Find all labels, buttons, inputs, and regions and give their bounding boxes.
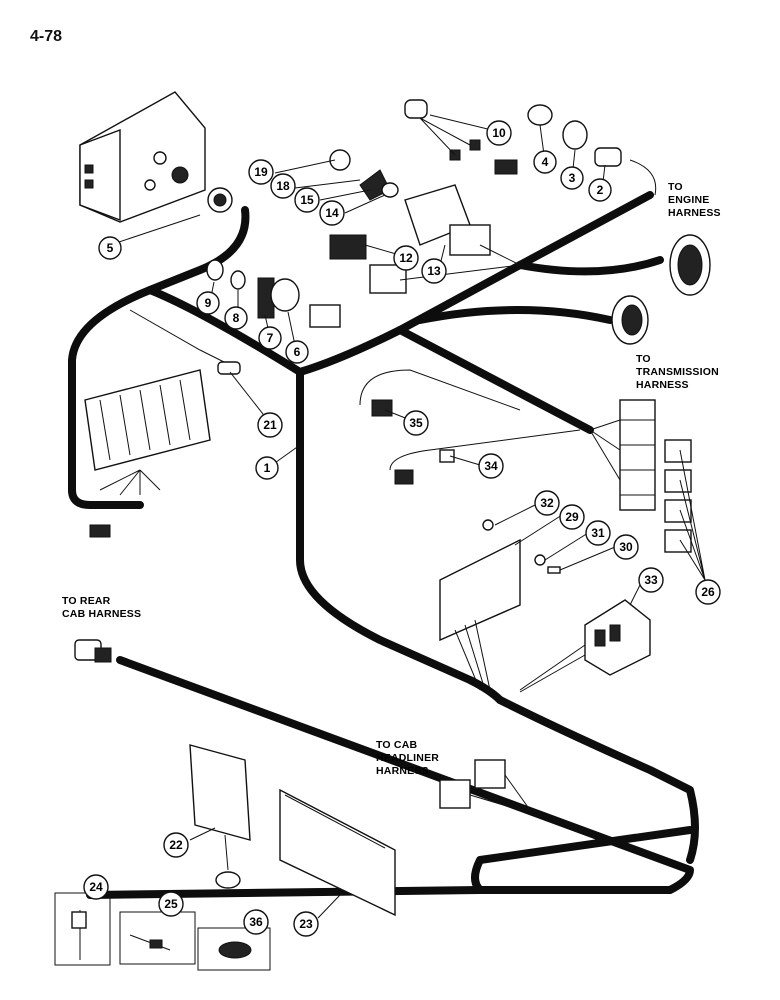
inset-24 (54, 892, 111, 966)
label-transmission-harness: TO TRANSMISSION HARNESS (636, 353, 719, 391)
callout-10: 10 (486, 120, 512, 146)
svg-text:9: 9 (205, 296, 212, 310)
callout-4: 4 (533, 150, 557, 174)
callout-21: 21 (257, 412, 283, 438)
svg-text:CAB HARNESS: CAB HARNESS (62, 608, 141, 620)
svg-text:21: 21 (263, 418, 277, 432)
fuse-block-right (589, 399, 706, 581)
svg-text:TO REAR: TO REAR (62, 595, 111, 607)
callout-24: 24 (83, 874, 109, 900)
callout-29: 29 (559, 504, 585, 530)
svg-text:TO: TO (668, 181, 683, 193)
page-number: 4-78 (30, 28, 63, 45)
svg-text:HARNESS: HARNESS (636, 379, 689, 391)
transmission-harness-connector (611, 295, 649, 345)
svg-text:36: 36 (249, 915, 263, 929)
instrument-cluster (79, 91, 233, 223)
connector-group-upper-right (404, 99, 657, 196)
svg-text:14: 14 (325, 206, 339, 220)
svg-text:7: 7 (267, 331, 274, 345)
callout-14: 14 (319, 200, 345, 226)
callout-31: 31 (585, 520, 611, 546)
svg-text:32: 32 (540, 496, 554, 510)
main-harness (68, 191, 699, 899)
callout-13: 13 (421, 258, 447, 284)
callout-7: 7 (258, 326, 282, 350)
callout-30: 30 (613, 534, 639, 560)
jumper-wires (359, 369, 581, 485)
engine-harness-connector (669, 234, 711, 296)
callout-2: 2 (588, 178, 612, 202)
svg-text:5: 5 (107, 241, 114, 255)
relay-holder (519, 599, 651, 693)
callout-32: 32 (534, 490, 560, 516)
svg-text:29: 29 (565, 510, 579, 524)
switch-relay-group (329, 149, 521, 294)
svg-text:HARNESS: HARNESS (668, 207, 721, 219)
label-rear-cab-harness: TO REAR CAB HARNESS (62, 595, 141, 620)
svg-text:2: 2 (597, 183, 604, 197)
svg-text:3: 3 (569, 171, 576, 185)
callout-12: 12 (393, 245, 419, 271)
svg-text:18: 18 (276, 179, 290, 193)
callout-19: 19 (248, 159, 274, 185)
svg-text:33: 33 (644, 573, 658, 587)
inset-36 (197, 927, 271, 971)
svg-text:6: 6 (294, 345, 301, 359)
callout-15: 15 (294, 187, 320, 213)
svg-text:HARNESS: HARNESS (376, 765, 429, 777)
svg-text:TRANSMISSION: TRANSMISSION (636, 366, 719, 378)
svg-text:4: 4 (542, 155, 549, 169)
panel-22 (189, 744, 251, 889)
leader-lines (109, 114, 641, 919)
callout-6: 6 (285, 340, 309, 364)
callout-25: 25 (158, 891, 184, 917)
callout-8: 8 (224, 306, 248, 330)
svg-text:34: 34 (484, 459, 498, 473)
callout-35: 35 (403, 410, 429, 436)
svg-text:TO: TO (636, 353, 651, 365)
svg-text:26: 26 (701, 585, 715, 599)
callout-22: 22 (163, 832, 189, 858)
callout-23: 23 (293, 911, 319, 937)
svg-text:30: 30 (619, 540, 633, 554)
rear-cab-connector (74, 639, 112, 663)
callout-9: 9 (196, 291, 220, 315)
callout-1: 1 (255, 456, 279, 480)
callout-3: 3 (560, 166, 584, 190)
label-engine-harness: TO ENGINE HARNESS (668, 181, 721, 219)
callout-34: 34 (478, 453, 504, 479)
svg-text:35: 35 (409, 416, 423, 430)
panel-23 (279, 788, 396, 917)
svg-text:15: 15 (300, 193, 314, 207)
svg-text:13: 13 (427, 264, 441, 278)
headliner-connectors (439, 759, 531, 811)
callout-18: 18 (270, 173, 296, 199)
svg-text:ENGINE: ENGINE (668, 194, 709, 206)
svg-text:TO CAB: TO CAB (376, 739, 417, 751)
callout-36: 36 (243, 909, 269, 935)
svg-text:25: 25 (164, 897, 178, 911)
callout-26: 26 (695, 579, 721, 605)
key-switch-group (206, 259, 341, 328)
svg-text:24: 24 (89, 880, 103, 894)
svg-text:8: 8 (233, 311, 240, 325)
svg-text:31: 31 (591, 526, 605, 540)
fuse-panel-left (84, 309, 241, 538)
svg-text:23: 23 (299, 917, 313, 931)
svg-text:19: 19 (254, 165, 268, 179)
label-headliner-harness: TO CAB HEADLINER HARNESS (376, 739, 439, 777)
callout-5: 5 (98, 236, 122, 260)
svg-text:HEADLINER: HEADLINER (376, 752, 439, 764)
callout-33: 33 (638, 567, 664, 593)
inset-25 (119, 911, 196, 965)
svg-text:10: 10 (492, 126, 506, 140)
svg-text:22: 22 (169, 838, 183, 852)
control-module (439, 519, 561, 691)
svg-text:12: 12 (399, 251, 413, 265)
svg-text:1: 1 (264, 461, 271, 475)
